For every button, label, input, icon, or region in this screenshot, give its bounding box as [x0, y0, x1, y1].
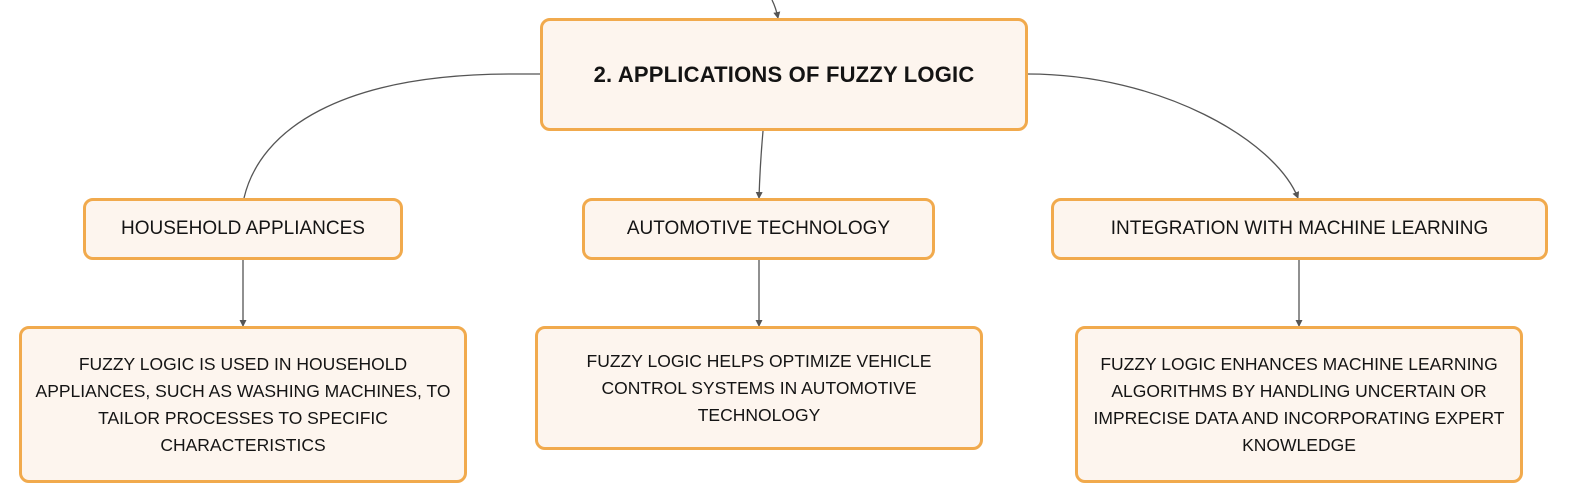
detail-node-machine-learning[interactable]: FUZZY LOGIC ENHANCES MACHINE LEARNING AL… [1075, 326, 1523, 483]
connector-parent-to-root [771, 0, 781, 19]
detail-node-automotive-technology[interactable]: FUZZY LOGIC HELPS OPTIMIZE VEHICLE CONTR… [535, 326, 983, 450]
detail-node-text: FUZZY LOGIC IS USED IN HOUSEHOLD APPLIAN… [35, 353, 451, 455]
branch-node-label: HOUSEHOLD APPLIANCES [121, 218, 365, 239]
root-node-applications-of-fuzzy-logic[interactable]: 2. APPLICATIONS OF FUZZY LOGIC [540, 18, 1028, 131]
connector-root-to-automotive [755, 130, 764, 199]
connector-root-to-ml [1027, 73, 1300, 199]
branch-node-household-appliances[interactable]: HOUSEHOLD APPLIANCES [83, 198, 403, 260]
branch-node-label: AUTOMOTIVE TECHNOLOGY [626, 218, 891, 239]
branch-node-automotive-technology[interactable]: AUTOMOTIVE TECHNOLOGY [582, 198, 935, 260]
branch-node-integration-with-machine-learning[interactable]: INTEGRATION WITH MACHINE LEARNING [1051, 198, 1548, 260]
detail-node-text: FUZZY LOGIC HELPS OPTIMIZE VEHICLE CONTR… [586, 350, 932, 425]
detail-node-text: FUZZY LOGIC ENHANCES MACHINE LEARNING AL… [1093, 353, 1505, 455]
connector-root-to-household [243, 73, 540, 199]
branch-node-label: INTEGRATION WITH MACHINE LEARNING [1110, 218, 1489, 239]
detail-node-household-appliances[interactable]: FUZZY LOGIC IS USED IN HOUSEHOLD APPLIAN… [19, 326, 467, 483]
root-node-title: 2. APPLICATIONS OF FUZZY LOGIC [593, 61, 975, 87]
